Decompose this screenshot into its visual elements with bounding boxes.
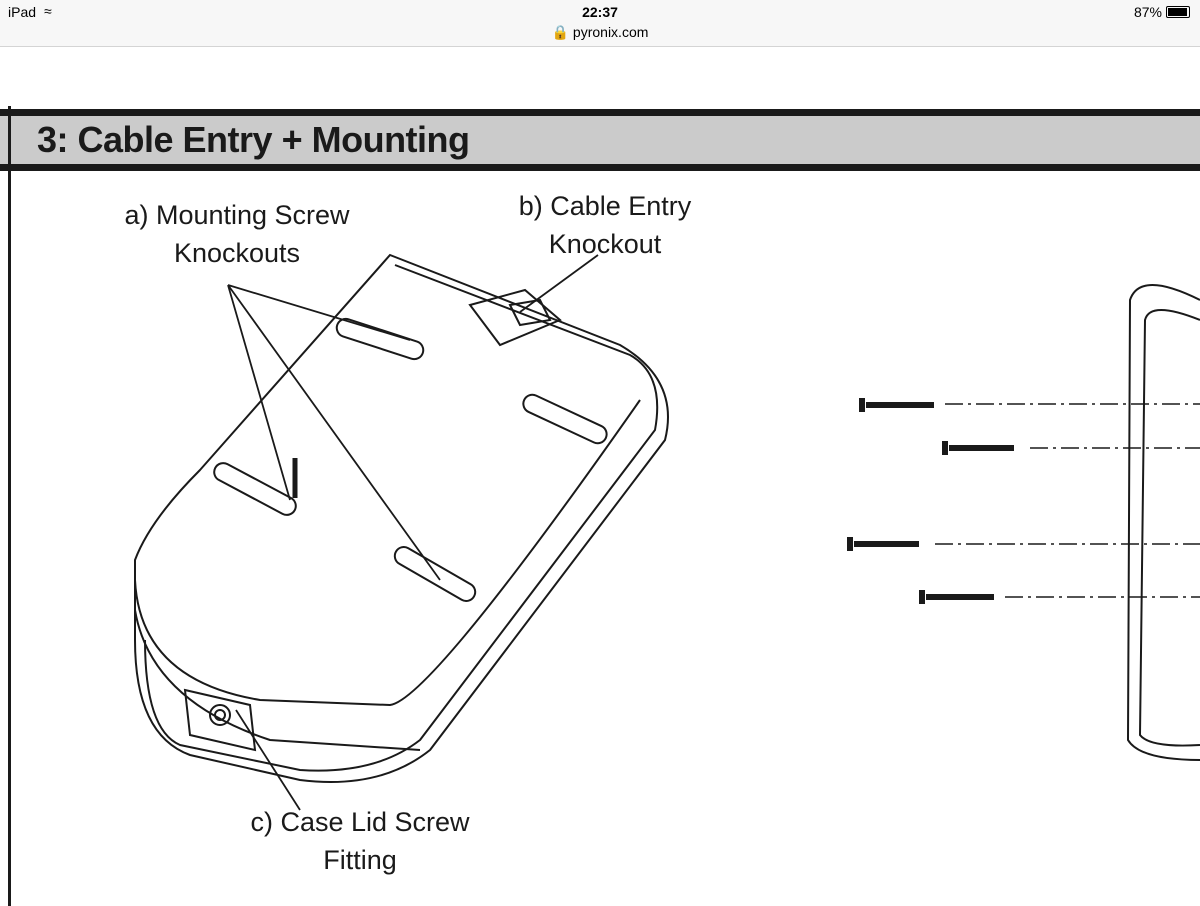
label-a-line2: Knockouts	[173, 238, 301, 268]
section-title: 3: Cable Entry + Mounting	[37, 119, 470, 160]
battery-percent: 87%	[1133, 4, 1162, 20]
url-text: pyronix.com	[572, 24, 649, 40]
battery-icon	[1166, 6, 1190, 18]
label-b-line1: b) Cable Entry	[518, 191, 692, 221]
label-c: c) Case Lid Screw Fitting	[220, 803, 500, 879]
label-a: a) Mounting Screw Knockouts	[97, 196, 377, 272]
page-border-line	[8, 106, 11, 906]
wifi-icon: ≈	[44, 3, 52, 19]
screw-knockout-slots	[213, 317, 608, 602]
detector-side-view	[1126, 284, 1200, 761]
detector-case-back	[134, 253, 669, 783]
clock: 22:37	[582, 4, 618, 20]
mounting-screw-icons	[292, 398, 1200, 604]
battery-indicator: 87%	[1134, 4, 1190, 20]
label-a-line1: a) Mounting Screw	[124, 200, 350, 230]
status-bar: iPad ≈ 22:37 87% 🔒 pyronix.com	[0, 0, 1200, 47]
address-bar[interactable]: 🔒 pyronix.com	[551, 24, 649, 40]
leader-lines	[227, 254, 599, 811]
section-header-band	[0, 109, 1200, 171]
carrier-label: iPad	[8, 4, 37, 20]
label-b-line2: Knockout	[548, 229, 662, 259]
label-c-line1: c) Case Lid Screw	[250, 807, 470, 837]
label-c-line2: Fitting	[323, 845, 397, 875]
label-b: b) Cable Entry Knockout	[480, 187, 730, 263]
